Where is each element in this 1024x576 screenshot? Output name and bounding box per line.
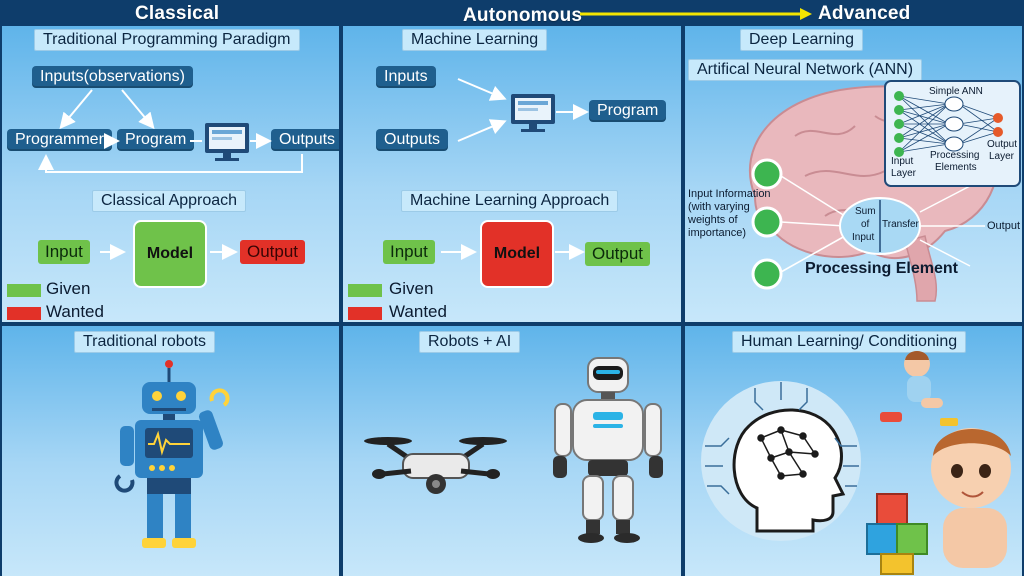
- legend-given-label: Given: [46, 279, 91, 298]
- panel-title: Traditional robots: [74, 331, 216, 353]
- classical-flow-arrows: [38, 89, 303, 260]
- robot-illustration: [114, 360, 230, 548]
- robots-ai-illustrations: [364, 357, 663, 543]
- panel-machine-learning: Machine Learning Inputs Outputs Program …: [343, 26, 681, 322]
- ml-flow-arrows: [441, 78, 589, 260]
- input-info-line-1: Input Information: [688, 188, 771, 200]
- input-info-line-4: importance): [688, 227, 747, 239]
- ann-title: Artifical Neural Network (ANN): [688, 59, 923, 81]
- ai-head-icon: [701, 381, 861, 541]
- legend-given-label: Given: [389, 279, 434, 298]
- drone-illustration: [364, 437, 507, 494]
- legend-wanted-swatch: [348, 307, 382, 320]
- transfer-label: Transfer: [882, 219, 919, 230]
- program-node: Program: [117, 129, 195, 151]
- output-layer-label-1: Output: [987, 139, 1018, 150]
- panel-traditional-robots: Traditional robots: [2, 326, 339, 576]
- panel-title: Deep Learning: [740, 29, 863, 51]
- panel-title: Traditional Programming Paradigm: [34, 29, 300, 51]
- input-info-line-2: (with varying: [688, 201, 750, 213]
- program-node: Program: [589, 100, 667, 122]
- monitor-icon: [205, 123, 249, 161]
- panel-robots-ai: Robots + AI: [343, 326, 681, 576]
- approach-title: Machine Learning Approach: [401, 190, 619, 212]
- model-box: Model: [133, 220, 207, 288]
- model-box: Model: [480, 220, 554, 288]
- input-box: Input: [38, 240, 90, 264]
- toy-blocks-illustration: [866, 493, 928, 575]
- panel-title: Human Learning/ Conditioning: [732, 331, 967, 353]
- input-layer-label-1: Input: [891, 156, 914, 167]
- input-info-line-3: weights of: [688, 214, 738, 226]
- panel-human-learning: Human Learning/ Conditioning: [685, 326, 1022, 576]
- outputs-node: Outputs: [376, 129, 449, 151]
- sum-label-3: Input: [852, 232, 875, 243]
- inputs-node: Inputs(observations): [32, 66, 193, 88]
- sum-label-2: of: [861, 219, 870, 230]
- header-arrow: [580, 8, 812, 20]
- humanoid-robot-illustration: [553, 357, 663, 543]
- input-box: Input: [383, 240, 435, 264]
- legend-wanted-label: Wanted: [389, 302, 447, 321]
- legend-given-swatch: [348, 284, 382, 297]
- legend-given-swatch: [7, 284, 41, 297]
- header-classical: Classical: [135, 3, 220, 24]
- processing-label-2: Elements: [935, 162, 977, 173]
- input-layer-label-2: Layer: [891, 168, 917, 179]
- legend-wanted-label: Wanted: [46, 302, 104, 321]
- human-learning-illustrations: [701, 351, 1011, 575]
- processing-label-1: Processing: [930, 150, 980, 161]
- panel-title: Machine Learning: [402, 29, 548, 51]
- simple-ann-inset: [884, 80, 1021, 187]
- panel-deep-learning: Deep Learning Artifical Neural Network (…: [685, 26, 1022, 322]
- output-box: Output: [585, 242, 651, 266]
- header-autonomous: Autonomous: [463, 5, 583, 26]
- processing-element-label: Processing Element: [805, 260, 958, 277]
- legend-wanted-swatch: [7, 307, 41, 320]
- output-label: Output: [987, 220, 1021, 232]
- baby-illustration: [880, 351, 1011, 568]
- header-advanced: Advanced: [818, 3, 911, 24]
- output-layer-label-2: Layer: [989, 151, 1015, 162]
- input-neurons: [751, 158, 783, 290]
- output-box: Output: [240, 240, 306, 264]
- outputs-node: Outputs: [271, 129, 339, 151]
- programmer-node: Programmer: [7, 129, 112, 151]
- panel-title: Robots + AI: [419, 331, 521, 353]
- panel-classical: Traditional Programming Paradigm Inputs(…: [2, 26, 339, 322]
- ann-diagram: [749, 80, 1021, 302]
- sum-label-1: Sum: [855, 206, 876, 217]
- inputs-node: Inputs: [376, 66, 436, 88]
- approach-title: Classical Approach: [92, 190, 247, 212]
- monitor-icon: [511, 94, 555, 132]
- simple-ann-label: Simple ANN: [929, 86, 983, 97]
